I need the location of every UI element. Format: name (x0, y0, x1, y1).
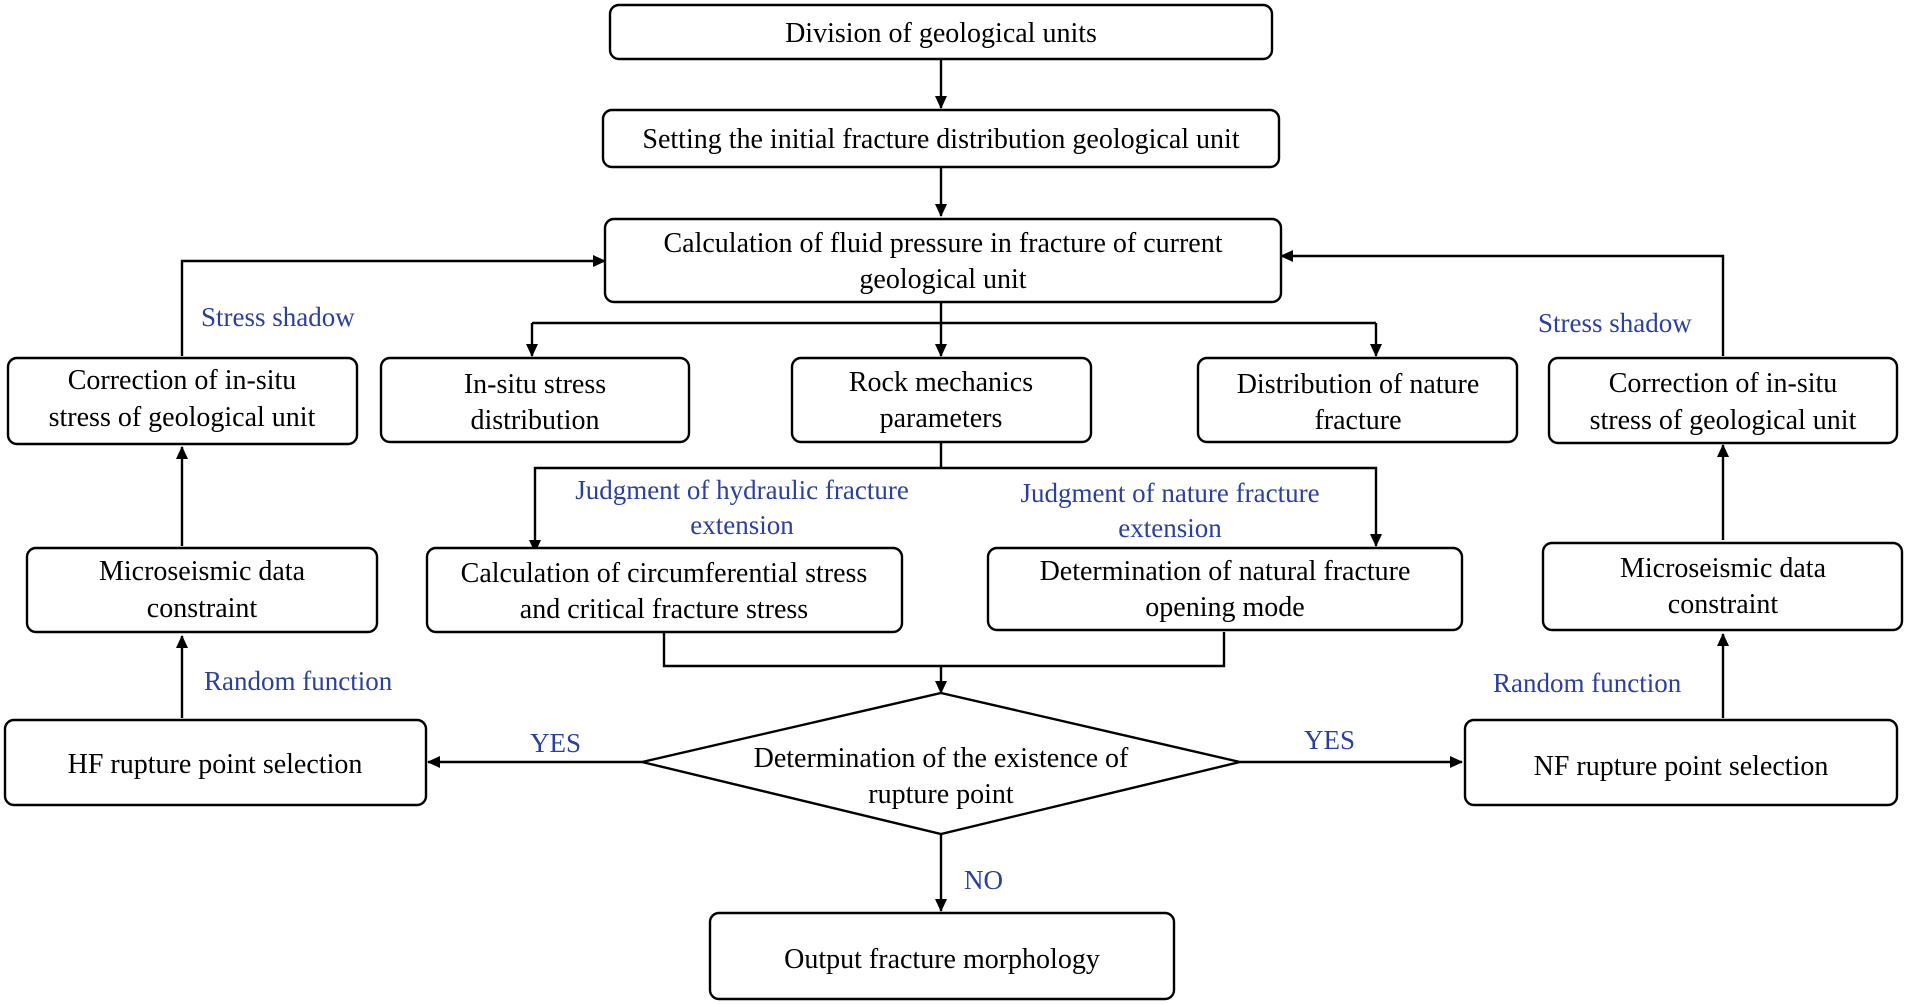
node-correction-right-line-1: Correction of in-situ (1609, 368, 1838, 399)
node-rock-mechanics: Rock mechanics parameters (790, 356, 1093, 444)
node-rupture-decision-line-2: rupture point (868, 779, 1014, 810)
label-yes-right: YES (1304, 725, 1355, 755)
label-stress-shadow-right: Stress shadow (1538, 308, 1692, 338)
arrow-to-natural-opening (941, 466, 1382, 547)
node-nf-rupture: NF rupture point selection (1463, 718, 1899, 807)
node-hf-rupture: HF rupture point selection (3, 718, 428, 807)
node-fluid-pressure-line-2: geological unit (859, 264, 1026, 295)
node-division: Division of geological units (608, 3, 1274, 61)
node-natural-fracture-opening-line-1: Determination of natural fracture (1040, 556, 1411, 587)
node-nf-rupture-line-1: NF rupture point selection (1534, 751, 1829, 782)
node-microseismic-left-line-1: Microseismic data (99, 556, 306, 587)
node-microseismic-right: Microseismic data constraint (1541, 541, 1904, 632)
node-rupture-decision: Determination of the existence of ruptur… (641, 691, 1241, 836)
label-no: NO (964, 865, 1003, 895)
node-nature-fracture-distribution: Distribution of nature fracture (1196, 356, 1519, 444)
node-fluid-pressure: Calculation of fluid pressure in fractur… (603, 217, 1283, 304)
node-natural-fracture-opening: Determination of natural fracture openin… (986, 546, 1464, 632)
node-insitu-stress: In-situ stress distribution (379, 356, 691, 444)
label-random-function-left: Random function (204, 666, 393, 696)
node-division-line-1: Division of geological units (785, 18, 1097, 49)
arrow-correction-right-to-fluid (1280, 250, 1725, 356)
label-stress-shadow-left: Stress shadow (201, 302, 355, 332)
connectors (176, 59, 1729, 912)
node-microseismic-left: Microseismic data constraint (25, 546, 379, 634)
arrow-to-circumferential (529, 466, 941, 553)
node-setting-line-1: Setting the initial fracture distributio… (642, 124, 1239, 155)
node-correction-right-line-2: stress of geological unit (1590, 405, 1857, 436)
node-correction-left-line-1: Correction of in-situ (68, 365, 297, 396)
edge-labels: Stress shadow Stress shadow Random funct… (201, 302, 1692, 895)
node-circumferential-stress-line-2: and critical fracture stress (520, 594, 808, 625)
node-correction-left: Correction of in-situ stress of geologic… (6, 356, 359, 446)
node-nature-fracture-distribution-line-1: Distribution of nature (1237, 369, 1480, 400)
node-correction-left-line-2: stress of geological unit (49, 402, 316, 433)
node-microseismic-right-line-1: Microseismic data (1620, 553, 1827, 584)
node-microseismic-right-line-2: constraint (1668, 589, 1779, 620)
node-rupture-decision-line-1: Determination of the existence of (754, 743, 1129, 774)
node-setting: Setting the initial fracture distributio… (601, 108, 1281, 169)
node-circumferential-stress-line-1: Calculation of circumferential stress (461, 558, 868, 589)
node-correction-right: Correction of in-situ stress of geologic… (1547, 356, 1899, 445)
label-random-function-right: Random function (1493, 668, 1682, 698)
node-hf-rupture-line-1: HF rupture point selection (68, 749, 363, 780)
node-natural-fracture-opening-line-2: opening mode (1145, 592, 1304, 623)
label-judgment-hydraulic-line-2: extension (690, 510, 794, 540)
node-rock-mechanics-line-2: parameters (880, 403, 1003, 434)
node-output-line-1: Output fracture morphology (784, 944, 1100, 975)
node-rock-mechanics-line-1: Rock mechanics (849, 367, 1033, 398)
node-nature-fracture-distribution-line-2: fracture (1314, 405, 1401, 436)
node-output: Output fracture morphology (708, 911, 1176, 1001)
merge-line (662, 632, 1226, 668)
node-fluid-pressure-line-1: Calculation of fluid pressure in fractur… (663, 228, 1222, 259)
node-insitu-stress-line-1: In-situ stress (464, 369, 606, 400)
node-circumferential-stress: Calculation of circumferential stress an… (425, 546, 904, 634)
label-judgment-nature-line-2: extension (1118, 513, 1222, 543)
node-insitu-stress-line-2: distribution (470, 405, 599, 436)
label-judgment-hydraulic-line-1: Judgment of hydraulic fracture (575, 475, 909, 505)
label-yes-left: YES (530, 728, 581, 758)
arrow-correction-left-to-fluid (180, 255, 606, 356)
label-judgment-nature-line-1: Judgment of nature fracture (1020, 478, 1319, 508)
node-microseismic-left-line-2: constraint (147, 593, 258, 624)
